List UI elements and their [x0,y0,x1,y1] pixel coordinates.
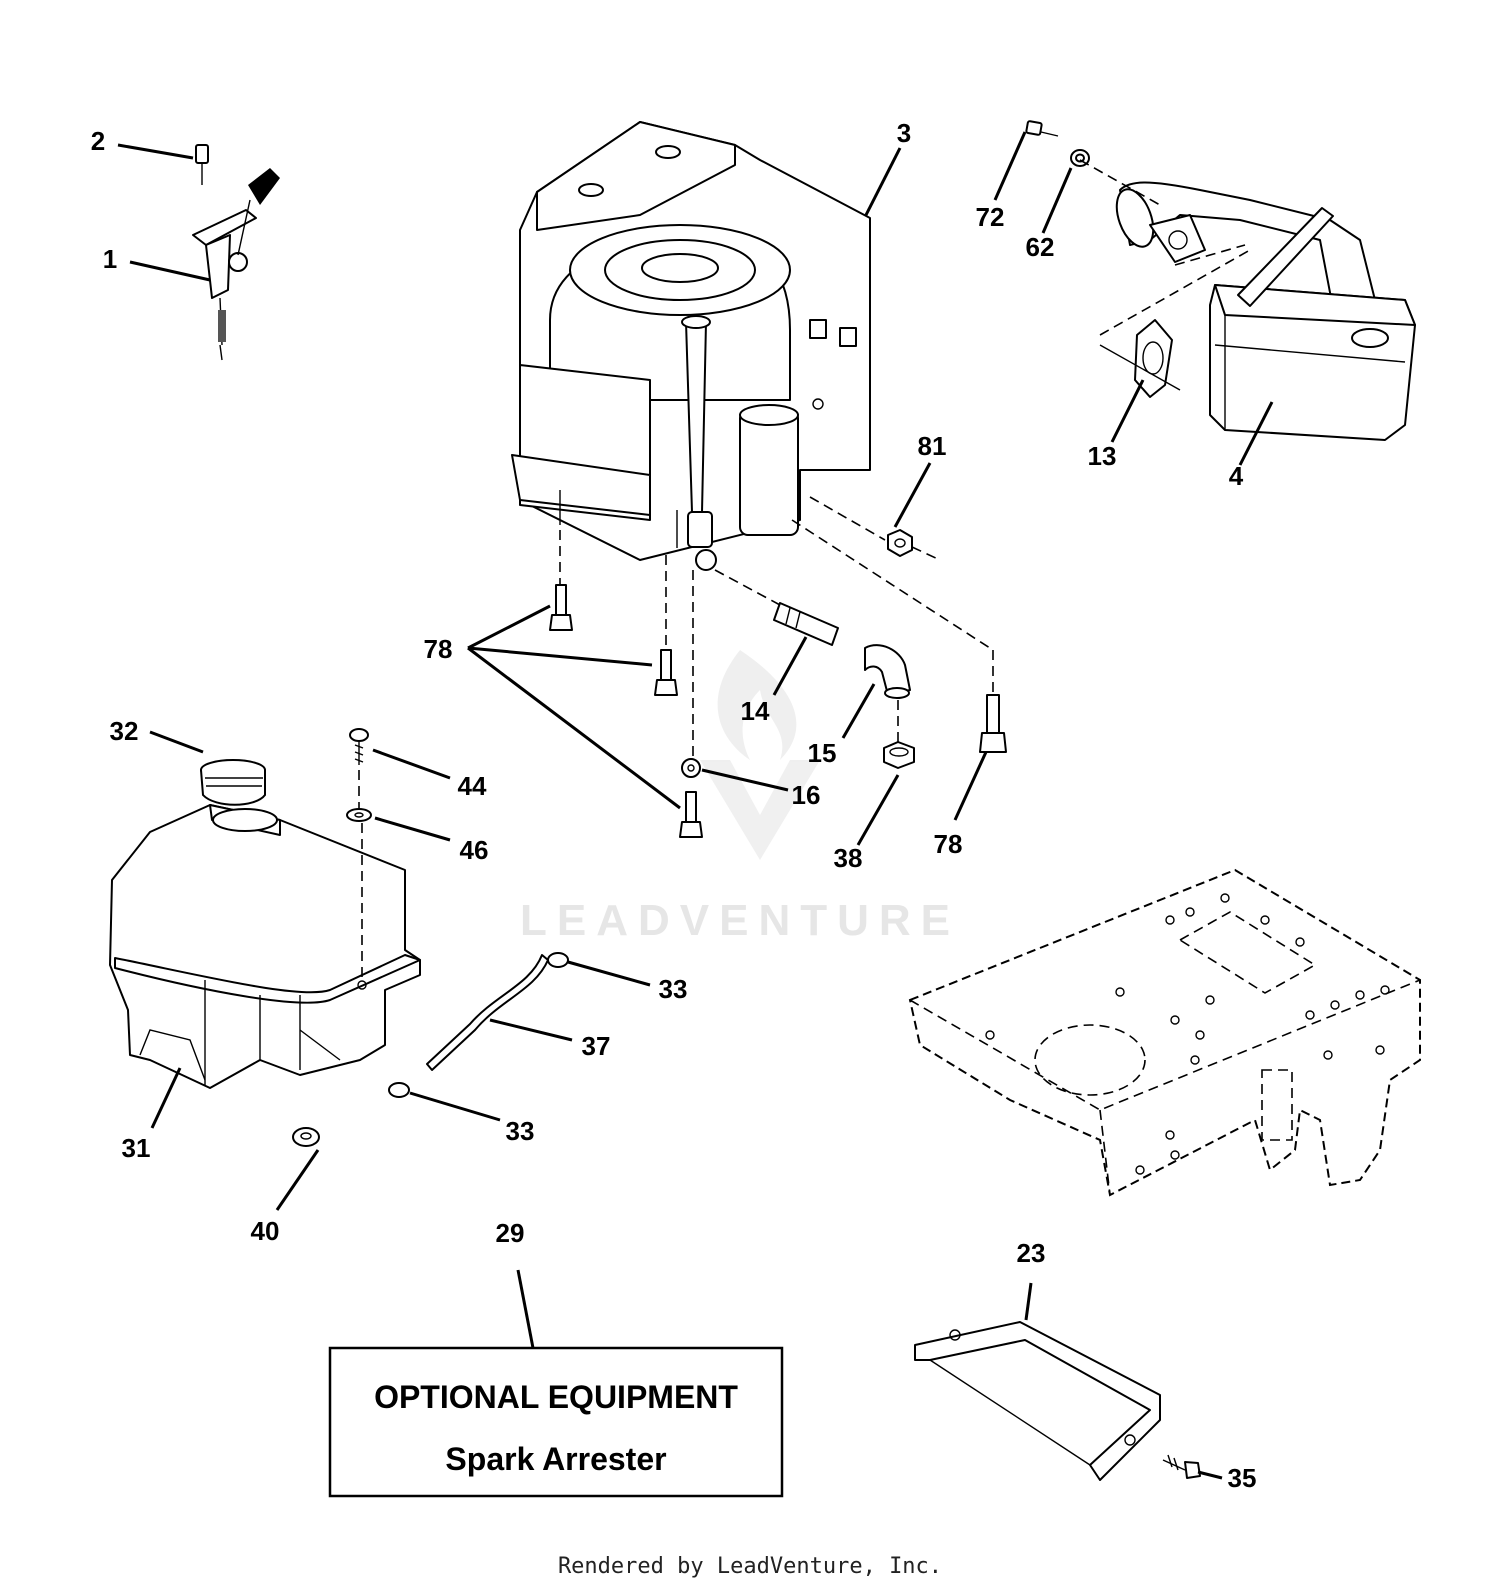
callout-15: 15 [808,738,837,768]
callout-29: 29 [496,1218,525,1248]
muffler-part [1025,120,1416,441]
fuel-line-part [388,952,569,1098]
watermark-text: LEADVENTURE [520,896,960,945]
throttle-control-part [192,144,280,361]
callout-2: 1 [103,244,117,274]
callout-38: 38 [834,843,863,873]
callout-44: 44 [458,771,487,801]
callout-40: 40 [251,1216,280,1246]
callout-33-lower: 33 [506,1116,535,1146]
callout-31: 31 [122,1133,151,1163]
callout-1: 2 [91,126,105,156]
callout-72: 72 [976,202,1005,232]
optional-equipment-title: OPTIONAL EQUIPMENT [374,1379,738,1415]
callout-13: 13 [1088,441,1117,471]
callout-3: 3 [897,118,911,148]
callout-23: 23 [1017,1238,1046,1268]
callout-35: 35 [1228,1463,1257,1493]
callout-37: 37 [582,1031,611,1061]
optional-equipment-box: OPTIONAL EQUIPMENT Spark Arrester [328,1346,784,1498]
callout-81: 81 [918,431,947,461]
fastener-parts [549,519,1007,838]
callout-62: 62 [1026,232,1055,262]
watermark-logo [700,650,820,860]
callout-78-upper: 78 [424,634,453,664]
callout-4: 4 [1229,461,1244,491]
callout-14: 14 [741,696,770,726]
leader-lines [117,131,1274,1480]
render-credit: Rendered by LeadVenture, Inc. [557,1554,943,1579]
frame-part [908,868,1421,1197]
callout-33-upper: 33 [659,974,688,1004]
callout-labels: 2 1 3 4 13 14 15 16 23 29 31 32 33 33 35… [91,118,1257,1493]
shield-part [914,1321,1201,1481]
nut-part [809,496,941,561]
callout-16: 16 [792,780,821,810]
optional-equipment-subtitle: Spark Arrester [445,1441,666,1477]
callout-78-lower: 78 [934,829,963,859]
engine-part [511,121,871,571]
fuel-tank-part [109,728,421,1147]
callout-32: 32 [110,716,139,746]
callout-46: 46 [460,835,489,865]
